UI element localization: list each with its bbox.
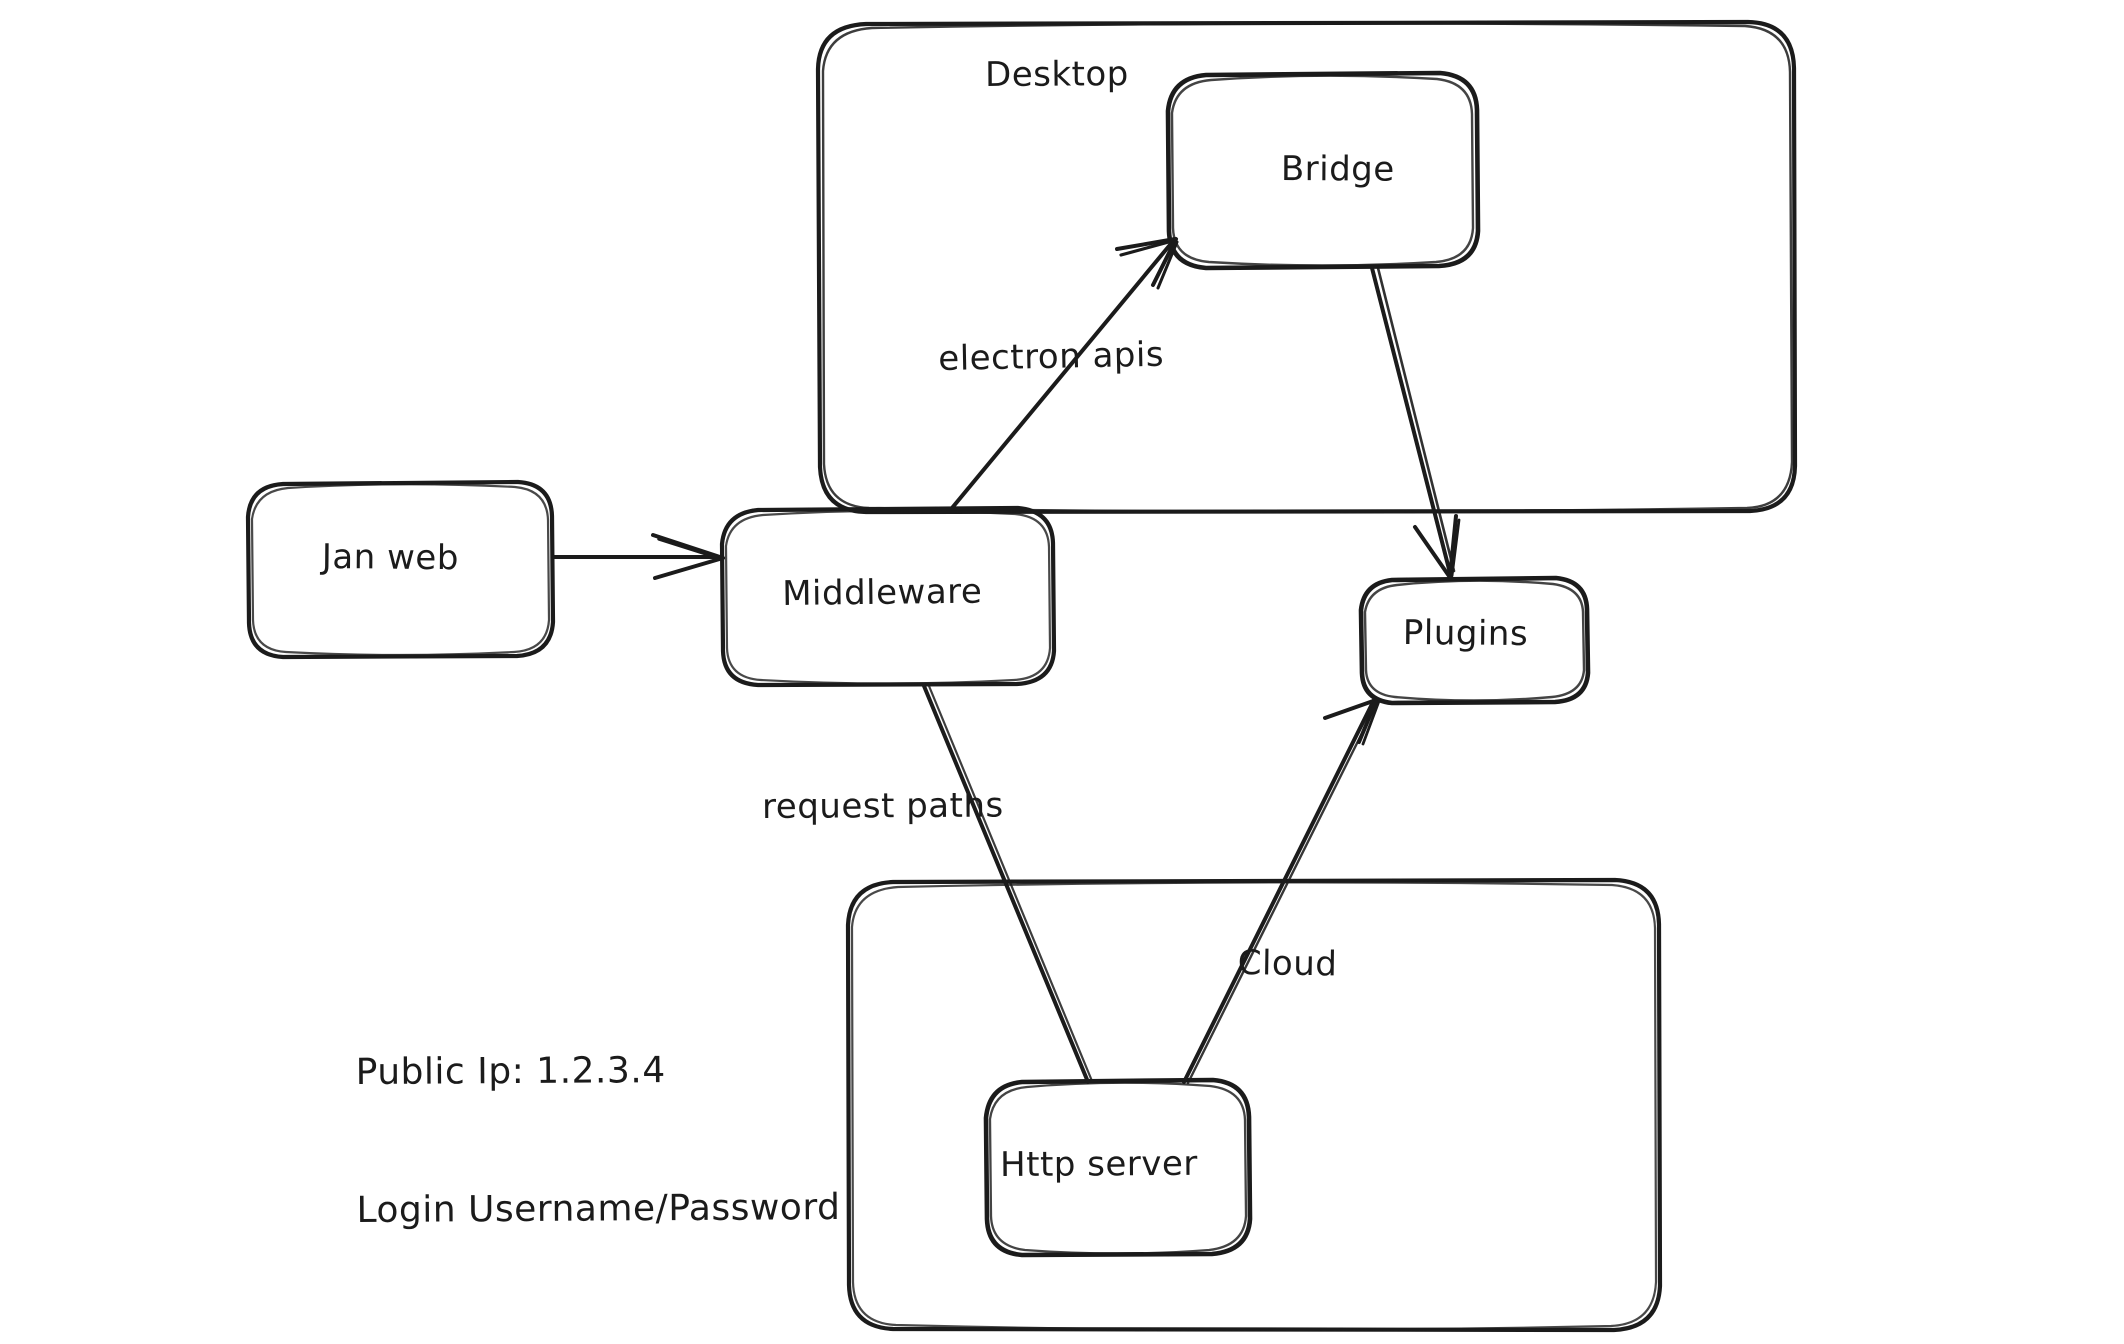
node-label-http-server[interactable]: Http server (999, 1143, 1198, 1185)
note-public-ip-block: Public Ip: 1.2.3.4 Login Username/Passwo… (355, 955, 867, 1327)
node-bridge-outline (1165, 70, 1481, 271)
node-plugins-outline (1358, 575, 1591, 706)
edge-middleware-to-bridge (950, 237, 1179, 510)
edge-middleware-to-http-server (922, 684, 1094, 1084)
note-public-ip-line: Public Ip: 1.2.3.4 (355, 1050, 666, 1094)
group-cloud-outline (845, 877, 1663, 1333)
node-http-server-outline (983, 1077, 1253, 1258)
edge-bridge-to-plugins (1370, 266, 1461, 579)
node-label-jan-web[interactable]: Jan web (321, 537, 460, 579)
node-middleware-outline (719, 505, 1057, 688)
node-jan-web-outline (245, 479, 556, 660)
note-login-line: Login Username/Password (356, 1187, 841, 1232)
node-label-plugins[interactable]: Plugins (1402, 613, 1529, 655)
edge-jan-web-to-middleware (552, 533, 725, 580)
node-label-bridge[interactable]: Bridge (1280, 149, 1395, 190)
group-label-desktop: Desktop (984, 54, 1129, 95)
group-desktop-outline (815, 19, 1798, 515)
edge-label-cloud: Cloud (1237, 943, 1338, 985)
edge-label-request-paths: request paths (761, 785, 1004, 827)
edge-label-electron-apis: electron apis (937, 334, 1165, 379)
node-label-middleware[interactable]: Middleware (781, 571, 983, 614)
edge-http-server-to-plugins (1182, 697, 1381, 1085)
